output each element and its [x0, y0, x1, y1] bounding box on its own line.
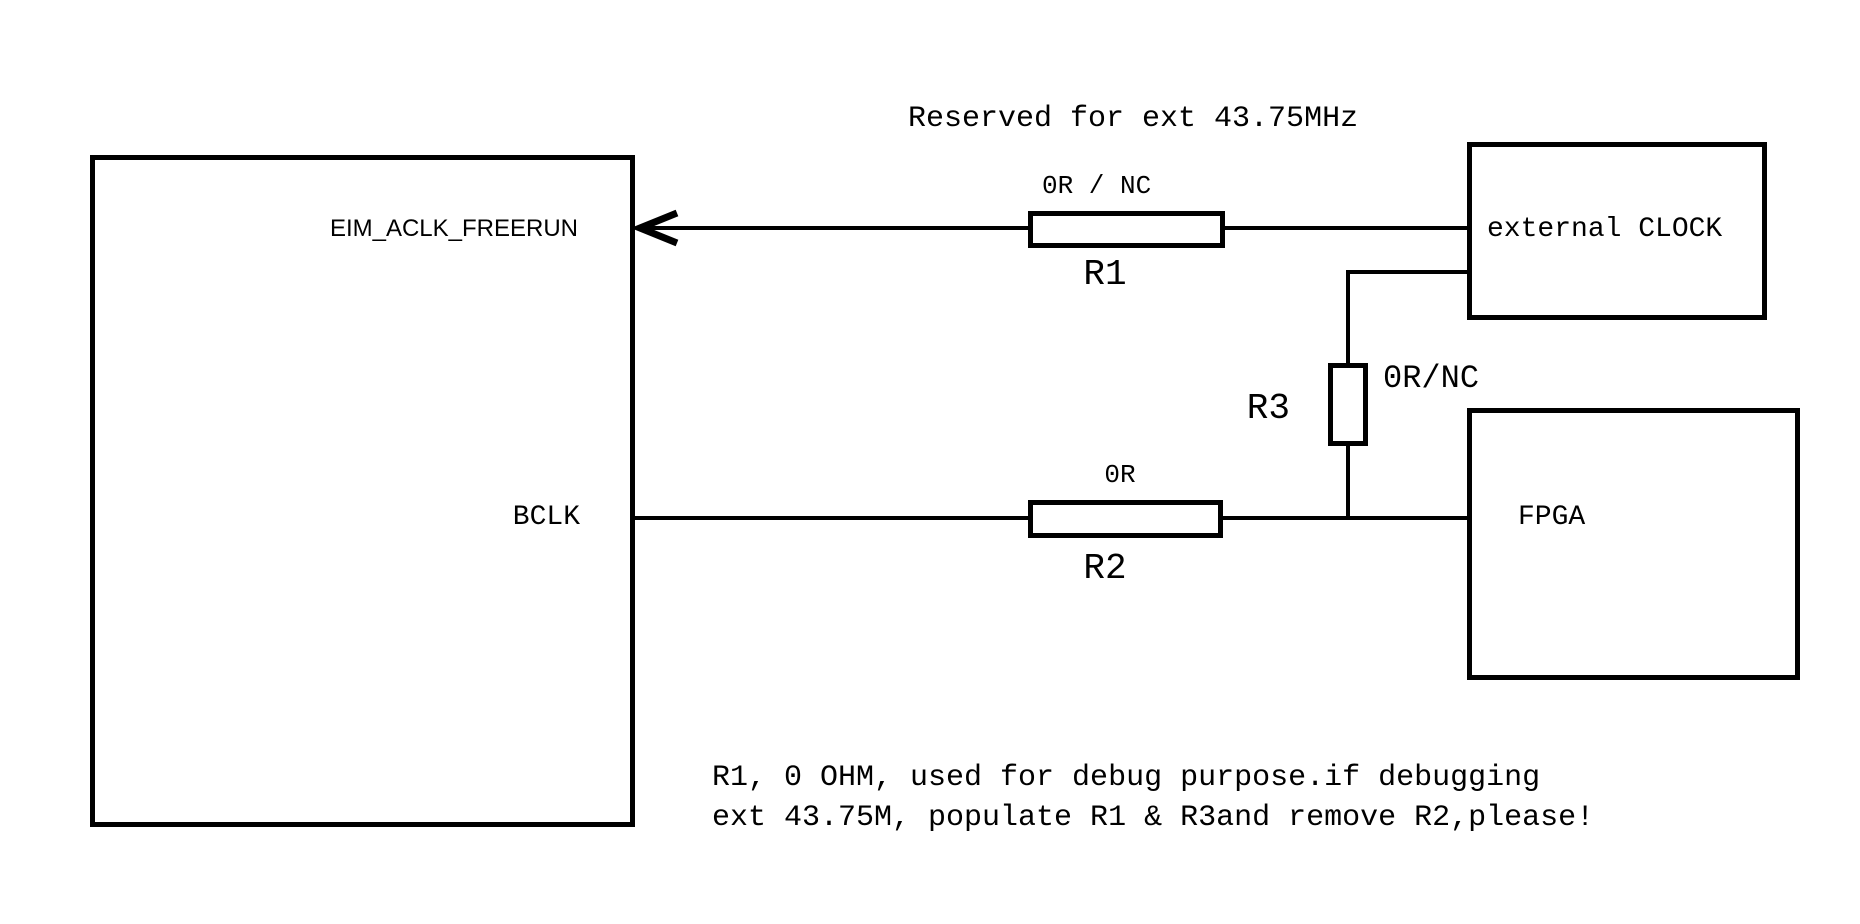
wire-r1-to-clock: [1225, 226, 1467, 230]
wire-r2-to-fpga: [1223, 516, 1467, 520]
note-line-2: ext 43.75M, populate R1 & R3and remove R…: [712, 801, 1595, 835]
wire-aclk-arrow: [639, 226, 1028, 230]
fpga-box: [1467, 408, 1800, 680]
main-block-box: [90, 155, 635, 827]
wire-clock-stub-vertical: [1346, 270, 1350, 365]
eim-aclk-freerun-pin-label: EIM_ACLK_FREERUN: [329, 215, 578, 242]
reserved-title: Reserved for ext 43.75MHz: [908, 102, 1359, 136]
bclk-pin-label: BCLK: [512, 502, 580, 533]
r3-population-note: 0R/NC: [1383, 360, 1480, 397]
arrow-left-icon: [633, 209, 679, 247]
wire-r3-to-bclk: [1346, 444, 1350, 520]
note-line-1: R1, 0 OHM, used for debug purpose.if deb…: [712, 761, 1541, 795]
wire-bclk: [633, 516, 1028, 520]
fpga-label: FPGA: [1518, 502, 1586, 533]
r3-label: R3: [1246, 388, 1290, 429]
r1-label: R1: [1083, 254, 1127, 295]
r3-resistor: [1328, 363, 1368, 446]
r1-population-note: 0R / NC: [1042, 171, 1152, 201]
r2-label: R2: [1083, 548, 1127, 589]
r2-population-note: 0R: [1104, 460, 1136, 490]
r1-resistor: [1028, 211, 1225, 248]
external-clock-label: external CLOCK: [1487, 214, 1723, 245]
wire-clock-stub-horizontal: [1346, 270, 1467, 274]
external-clock-box: [1467, 142, 1767, 320]
r2-resistor: [1028, 500, 1223, 538]
